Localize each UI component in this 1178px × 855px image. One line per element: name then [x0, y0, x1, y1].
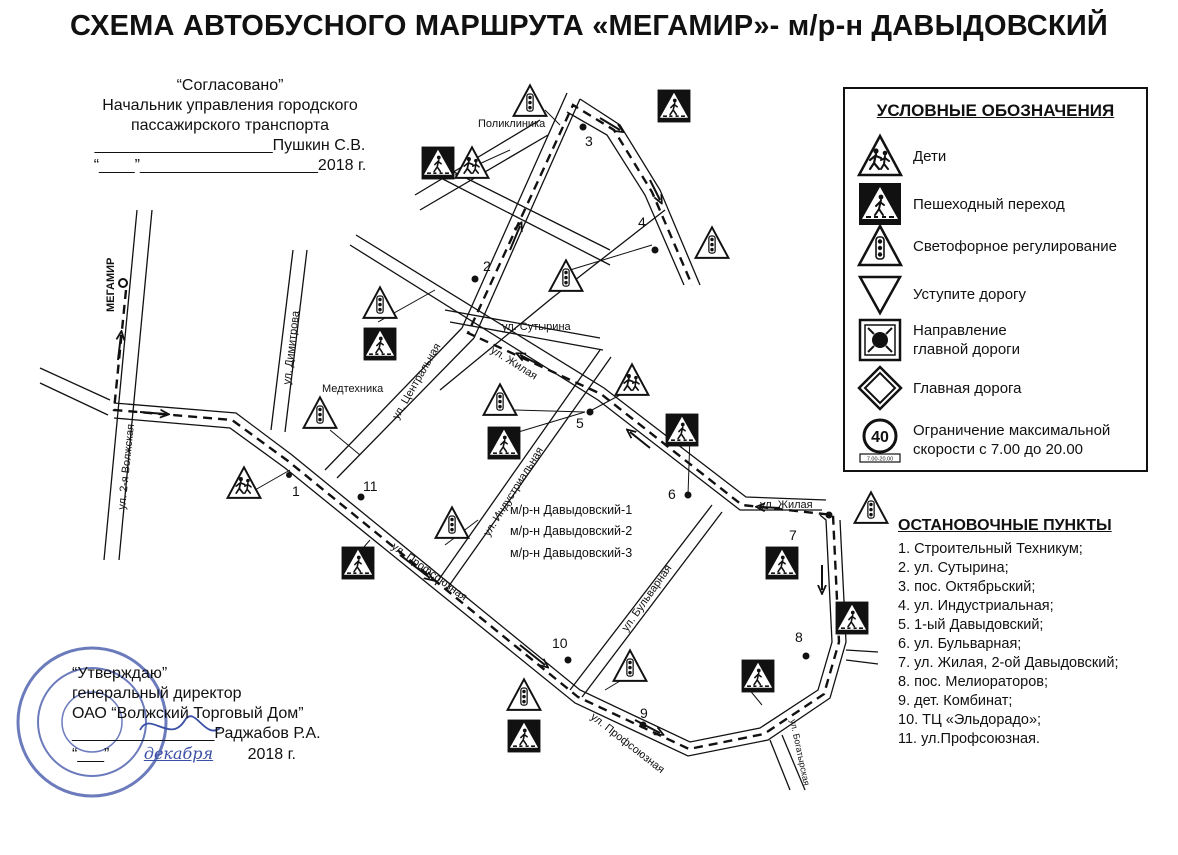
legend-item-crossing: Пешеходный переход — [857, 181, 1065, 227]
district-2: м/р-н Давыдовский-2 — [510, 524, 632, 538]
stop-item: 3. пос. Октябрьский; — [898, 579, 1036, 595]
stop-item: 6. ул. Бульварная; — [898, 636, 1022, 652]
main-road-direction-icon — [857, 317, 903, 363]
stop-number-7: 7 — [789, 527, 797, 543]
stop-number-2: 2 — [483, 258, 491, 274]
stop-item: 2. ул. Сутырина; — [898, 560, 1009, 576]
stop-item: 1. Строительный Техникум; — [898, 541, 1083, 557]
legend-item-main-road: Главная дорога — [857, 365, 1022, 411]
stop-number-11: 11 — [363, 478, 378, 494]
place-medtekhnika: Медтехника — [322, 383, 384, 395]
street-centralnaya: ул. Центральная — [390, 341, 443, 421]
street-zhilaya: ул. Жилая — [488, 344, 539, 382]
street-bogatyrskaya: ул. Богатырская — [788, 718, 812, 786]
place-poliklinika: Поликлиника — [478, 118, 546, 130]
approval-top-line1: Начальник управления городского — [102, 97, 358, 114]
pedestrian-crossing-icon — [857, 181, 903, 227]
page-title: СХЕМА АВТОБУСНОГО МАРШРУТА «МЕГАМИР»- м/… — [70, 10, 1108, 42]
approval-bottom-line2: ОАО “Волжский Торговый Дом” — [72, 705, 304, 722]
approval-bottom-date-handwritten: декабря — [143, 744, 214, 763]
street-volzhskaya: ул. 2-я Волжская — [116, 423, 137, 510]
megamir-label: МЕГАМИР — [105, 258, 117, 312]
stop-number-5: 5 — [576, 415, 584, 431]
stop-markers — [118, 123, 833, 729]
stamp-seal — [16, 646, 168, 798]
approval-top-heading: “Согласовано” — [176, 77, 284, 94]
approval-bottom: “Утверждаю” генеральный директор ОАО “Во… — [30, 664, 390, 765]
approval-bottom-signature: ________________Раджабов Р.А. — [72, 725, 321, 742]
approval-bottom-date: “___” декабря 2018 г. — [30, 744, 390, 765]
approval-top: “Согласовано” Начальник управления город… — [20, 76, 440, 176]
legend-label-direction: Направление главной дороги — [913, 322, 1021, 358]
main-road-icon — [857, 365, 903, 411]
street-zhilaya-2: ул. Жилая — [760, 499, 813, 511]
stops-title: ОСТАНОВОЧНЫЕ ПУНКТЫ — [898, 517, 1112, 534]
street-profsoyuznaya: ул. Профсоюзная — [389, 541, 469, 604]
stop-number-1: 1 — [292, 483, 300, 499]
district-labels: м/р-н Давыдовский-1 м/р-н Давыдовский-2 … — [510, 503, 632, 560]
stop-item: 9. дет. Комбинат; — [898, 693, 1013, 709]
stop-number-10: 10 — [552, 635, 568, 651]
legend-label-children: Дети — [913, 147, 947, 165]
stop-number-9: 9 — [640, 705, 648, 721]
speed-limit-value: 40 — [871, 429, 889, 446]
stop-number-6: 6 — [668, 486, 676, 502]
stop-item: 7. ул. Жилая, 2-ой Давыдовский; — [898, 655, 1119, 671]
legend-label-yield: Уступите дорогу — [913, 285, 1027, 303]
traffic-light-sign-icon — [857, 223, 903, 269]
legend-label-crossing: Пешеходный переход — [913, 195, 1065, 213]
district-1: м/р-н Давыдовский-1 — [510, 503, 632, 517]
signature-scribble — [139, 715, 221, 732]
yield-sign-icon — [857, 271, 903, 317]
stop-item: 5. 1-ый Давыдовский; — [898, 617, 1044, 633]
legend-label-speed: Ограничение максимальной скорости с 7.00… — [913, 422, 1111, 458]
approval-bottom-date-prefix: “___” — [72, 746, 110, 763]
street-bulvarnaya: ул. Бульварная — [620, 563, 675, 634]
legend-item-traffic-light: Светофорное регулирование — [857, 223, 1117, 269]
legend: УСЛОВНЫЕ ОБОЗНАЧЕНИЯ Дети Пешеходный пер… — [843, 87, 1148, 472]
bus-route — [112, 103, 841, 751]
stop-number-8: 8 — [795, 629, 803, 645]
speed-limit-icon: 40 7.00-20.00 — [857, 417, 903, 463]
approval-top-date: “____”____________________2018 г. — [93, 157, 367, 174]
legend-item-speed: 40 7.00-20.00 Ограничение максимальной с… — [857, 417, 1110, 463]
street-sutyrina: ул. Сутырина — [502, 321, 572, 333]
stop-item: 11. ул.Профсоюзная. — [898, 731, 1040, 747]
district-3: м/р-н Давыдовский-3 — [510, 546, 632, 560]
approval-bottom-heading: “Утверждаю” — [72, 665, 168, 682]
stop-item: 4. ул. Индустриальная; — [898, 598, 1054, 614]
approval-top-signature: ____________________Пушкин С.В. — [94, 137, 366, 154]
children-sign-icon — [857, 133, 903, 179]
stop-item: 10. ТЦ «Эльдорадо»; — [898, 712, 1042, 728]
legend-item-direction: Направление главной дороги — [857, 317, 1020, 363]
legend-item-children: Дети — [857, 133, 946, 179]
stop-number-4: 4 — [638, 214, 646, 230]
legend-title: УСЛОВНЫЕ ОБОЗНАЧЕНИЯ — [876, 101, 1115, 120]
approval-bottom-line1: генеральный директор — [72, 685, 242, 702]
stops-list: 1. Строительный Техникум; 2. ул. Сутырин… — [898, 540, 1118, 749]
stop-numbers: 1 2 3 4 5 6 7 8 9 10 11 — [292, 133, 803, 721]
map-signs — [226, 84, 889, 754]
stop-number-3: 3 — [585, 133, 593, 149]
route-arrows — [118, 117, 822, 733]
legend-label-traffic-light: Светофорное регулирование — [913, 237, 1117, 255]
legend-label-main-road: Главная дорога — [913, 379, 1022, 397]
speed-limit-time: 7.00-20.00 — [867, 457, 893, 463]
approval-top-line2: пассажирского транспорта — [130, 117, 330, 134]
legend-item-yield: Уступите дорогу — [857, 271, 1026, 317]
roads — [39, 92, 879, 791]
approval-bottom-date-suffix: 2018 г. — [247, 746, 296, 763]
stop-item: 8. пос. Мелиораторов; — [898, 674, 1049, 690]
